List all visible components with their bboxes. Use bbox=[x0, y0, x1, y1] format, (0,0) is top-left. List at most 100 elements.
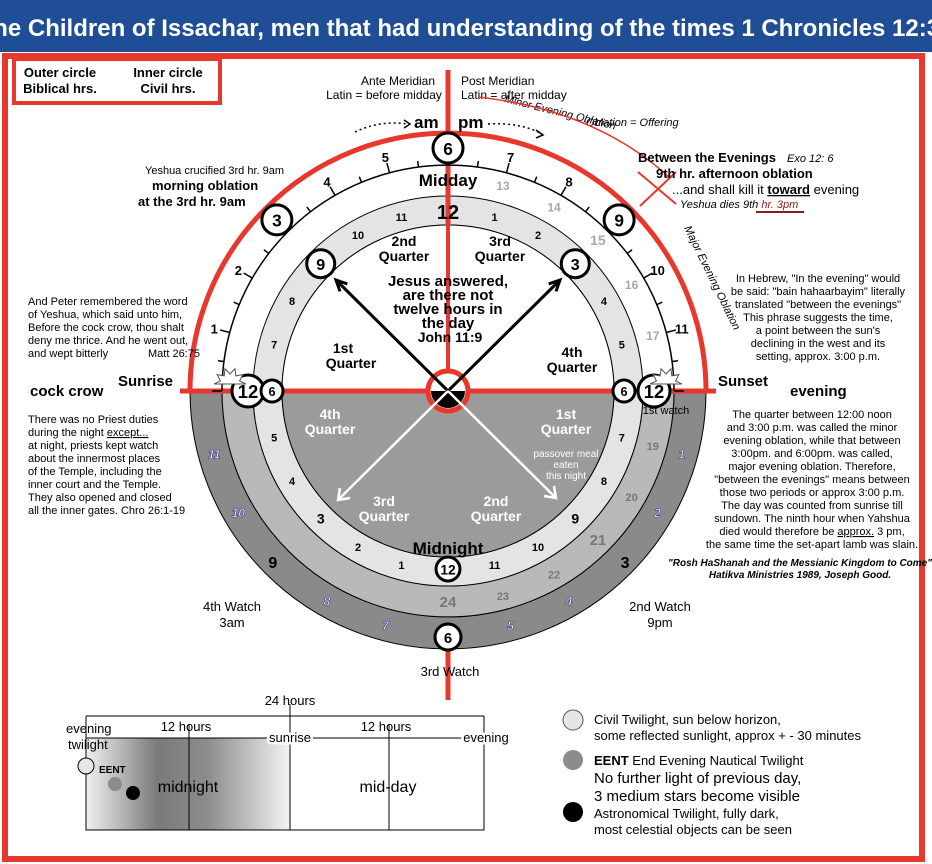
quarter-line: The day was counted from sunrise till bbox=[721, 500, 903, 512]
inner-day-hour: 2 bbox=[535, 230, 541, 242]
am-arrow bbox=[354, 122, 409, 133]
pm-arrowhead bbox=[535, 129, 545, 139]
outer-day-tick bbox=[243, 272, 253, 279]
q3-top-line: Quarter bbox=[475, 248, 526, 264]
inner-day-hour: 8 bbox=[289, 296, 295, 308]
day-mid-arc bbox=[221, 164, 675, 392]
priest-line: at night, priests kept watch bbox=[28, 440, 158, 452]
quote-ref: John 11:9 bbox=[418, 329, 483, 345]
title: The Children of Issachar, men that had u… bbox=[0, 15, 932, 42]
outer-day-tick bbox=[656, 301, 663, 306]
quarter-line: 3:00pm. and 6:00pm. was called, bbox=[731, 448, 892, 460]
badge-inner-3-text: 3 bbox=[571, 256, 580, 274]
hebrew-line: In Hebrew, "In the evening" would bbox=[736, 273, 900, 285]
hebrew-line: translated "between the evenings" bbox=[735, 299, 901, 311]
fourth-watch-2: 3am bbox=[219, 615, 244, 630]
badge-inner-12-bottom-circle bbox=[434, 555, 462, 583]
arrow-down-right-head bbox=[543, 485, 558, 500]
priest-line: There was no Priest duties bbox=[28, 414, 159, 426]
outer-day-tick bbox=[263, 249, 270, 255]
timeline-day-band bbox=[289, 737, 485, 831]
arrow-up-right-shaft bbox=[446, 278, 562, 393]
outer-day-tick bbox=[329, 186, 336, 196]
exodus-ref: Exo 12: 6 bbox=[787, 153, 834, 165]
timeline: 24 hours 12 hours 12 hours evening twili… bbox=[66, 693, 511, 831]
peter-note: And Peter remembered the word of Yeshua,… bbox=[28, 296, 200, 360]
inner-day-hour: 11 bbox=[396, 212, 408, 224]
twilight-legend: Civil Twilight, sun below horizon, some … bbox=[562, 709, 862, 837]
q3-bottom-line: Quarter bbox=[359, 508, 410, 524]
quarter-line: The quarter between 12:00 noon bbox=[732, 409, 892, 421]
peter-line: of Yeshua, which said unto him, bbox=[28, 309, 182, 321]
inner-night-hour: 5 bbox=[271, 433, 277, 445]
eent-swatch bbox=[563, 750, 583, 770]
morning-oblation-2: at the 3rd hr. 9am bbox=[138, 194, 246, 209]
outer-day-tick bbox=[416, 160, 420, 168]
outer-day-tick bbox=[643, 272, 653, 279]
outer-night-hour: 7 bbox=[382, 619, 390, 633]
quote-line: the day bbox=[422, 315, 475, 332]
outer-night-hour: 1 bbox=[678, 448, 685, 462]
inner-day-hour: 1 bbox=[492, 212, 498, 224]
inner-night-24h: 24 bbox=[440, 594, 457, 611]
outer-day-tick bbox=[626, 249, 633, 255]
civil-twilight-swatch bbox=[562, 709, 584, 731]
arrow-up-left-shaft bbox=[334, 278, 450, 393]
yeshua-dies: Yeshua dies 9th hr. 3pm bbox=[680, 199, 798, 211]
q2-top-line: Quarter bbox=[379, 248, 430, 264]
inner-night-24h: 20 bbox=[625, 492, 637, 504]
am-latin: Latin = before midday bbox=[326, 88, 442, 102]
outer-day-hour: 11 bbox=[675, 321, 689, 336]
outer-day-hour: 4 bbox=[323, 174, 331, 189]
quarter-line: died would therefore be approx. 3 pm, bbox=[719, 526, 904, 538]
sunset-sun bbox=[649, 367, 683, 385]
outer-night-hour: 4 bbox=[565, 595, 573, 609]
priest-line: during the night except... bbox=[28, 427, 148, 439]
outer-day-tick bbox=[584, 206, 590, 213]
inner-night-24h: 19 bbox=[647, 441, 659, 453]
eent-line-1: No further light of previous day, bbox=[594, 770, 801, 787]
outer-day-hour: 8 bbox=[565, 174, 572, 189]
badge-outer-9-text: 9 bbox=[614, 211, 624, 231]
timeline-eent: EENT bbox=[99, 765, 126, 776]
kill-it-toward-evening: ...and shall kill it toward evening bbox=[672, 182, 859, 197]
night-inner-9: 9 bbox=[571, 510, 579, 526]
badge-inner-9-circle bbox=[305, 248, 337, 280]
eent-head: EENT End Evening Nautical Twilight bbox=[594, 753, 804, 768]
outer-day-tick bbox=[233, 301, 240, 306]
q1-bottom-line: Quarter bbox=[541, 421, 592, 437]
outer-day-hour: 1 bbox=[211, 321, 218, 336]
source-line: "Rosh HaShanah and the Messianic Kingdom… bbox=[668, 558, 932, 569]
peter-line: And Peter remembered the word bbox=[28, 296, 188, 308]
am-label: Ante Meridian bbox=[361, 74, 435, 88]
q3-bottom-line: 3rd bbox=[373, 493, 395, 509]
quarter-line: those two periods or approx 3:00 p.m. bbox=[720, 487, 905, 499]
center-sun-dark-half bbox=[431, 391, 465, 408]
q3-top-line: 3rd bbox=[489, 233, 511, 249]
arrow-down-right-shaft bbox=[447, 390, 557, 499]
outer-day-tick bbox=[476, 160, 480, 168]
inner-night-24h: 21 bbox=[590, 532, 607, 549]
midday-label: Midday bbox=[419, 171, 478, 190]
q1-bottom-line: 1st bbox=[556, 406, 577, 422]
second-watch-2: 9pm bbox=[647, 615, 672, 630]
between-evenings-cross-b bbox=[639, 171, 677, 207]
q4-bottom-line: Quarter bbox=[305, 421, 356, 437]
hebrew-line: setting, approx. 3:00 p.m. bbox=[756, 351, 880, 363]
cock-crow-label: cock crow bbox=[30, 383, 104, 400]
crucified-note: Yeshua crucified 3rd hr. 9am bbox=[145, 165, 284, 177]
timeline-sunrise: sunrise bbox=[269, 730, 311, 745]
quarter-line: major evening oblation. Therefore, bbox=[728, 461, 895, 473]
astro-line-1: Astronomical Twilight, fully dark, bbox=[594, 806, 779, 821]
badge-top-6-text: 6 bbox=[443, 139, 453, 159]
outer-day-tick bbox=[560, 186, 567, 196]
pm-label: Post Meridian bbox=[461, 74, 534, 88]
midnight-label: Midnight bbox=[413, 539, 484, 558]
badge-inner-6-right-text: 6 bbox=[620, 385, 627, 399]
major-oblation-label: Major Evening Oblation bbox=[681, 224, 742, 332]
source-line: Hatikva Ministries 1989, Joseph Good. bbox=[709, 570, 891, 581]
ninth-hour-oblation: 9th hr. afternoon oblation bbox=[656, 166, 813, 181]
